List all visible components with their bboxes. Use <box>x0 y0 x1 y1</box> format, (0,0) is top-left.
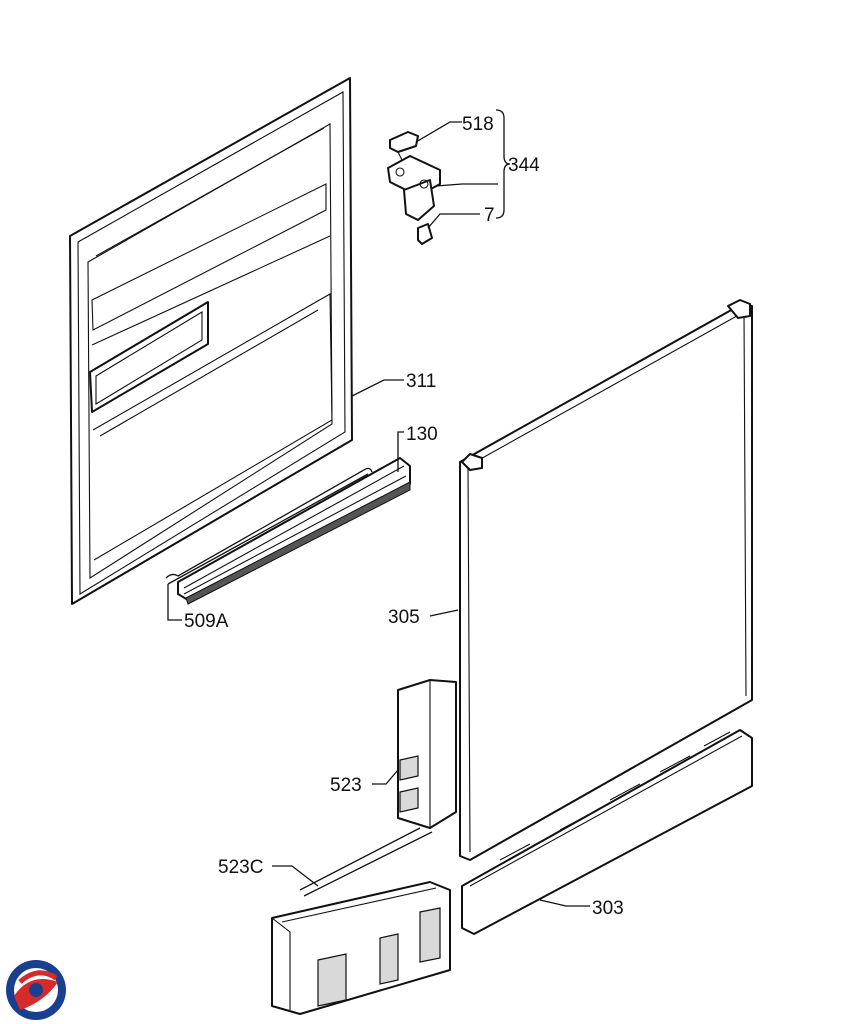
brand-logo-icon <box>6 960 66 1020</box>
hinge-assembly-344 <box>387 131 441 245</box>
side-bracket-523 <box>397 679 457 829</box>
label-311: 311 <box>406 371 436 392</box>
wire-509a <box>165 467 373 585</box>
label-523c: 523C <box>218 857 263 878</box>
label-130: 130 <box>406 424 438 445</box>
inner-door-panel-311 <box>69 77 353 605</box>
outer-door-panel-305 <box>459 299 753 861</box>
leader-lines <box>167 109 590 907</box>
label-523: 523 <box>330 775 362 796</box>
seal-strip-130 <box>177 457 411 605</box>
label-7: 7 <box>484 205 495 226</box>
label-509a: 509A <box>184 611 229 632</box>
label-305: 305 <box>388 607 420 628</box>
label-303: 303 <box>592 898 624 919</box>
kick-plate-303 <box>461 729 753 935</box>
label-344: 344 <box>508 155 540 176</box>
label-518: 518 <box>462 114 494 135</box>
bottom-bracket-523c <box>271 827 451 1015</box>
